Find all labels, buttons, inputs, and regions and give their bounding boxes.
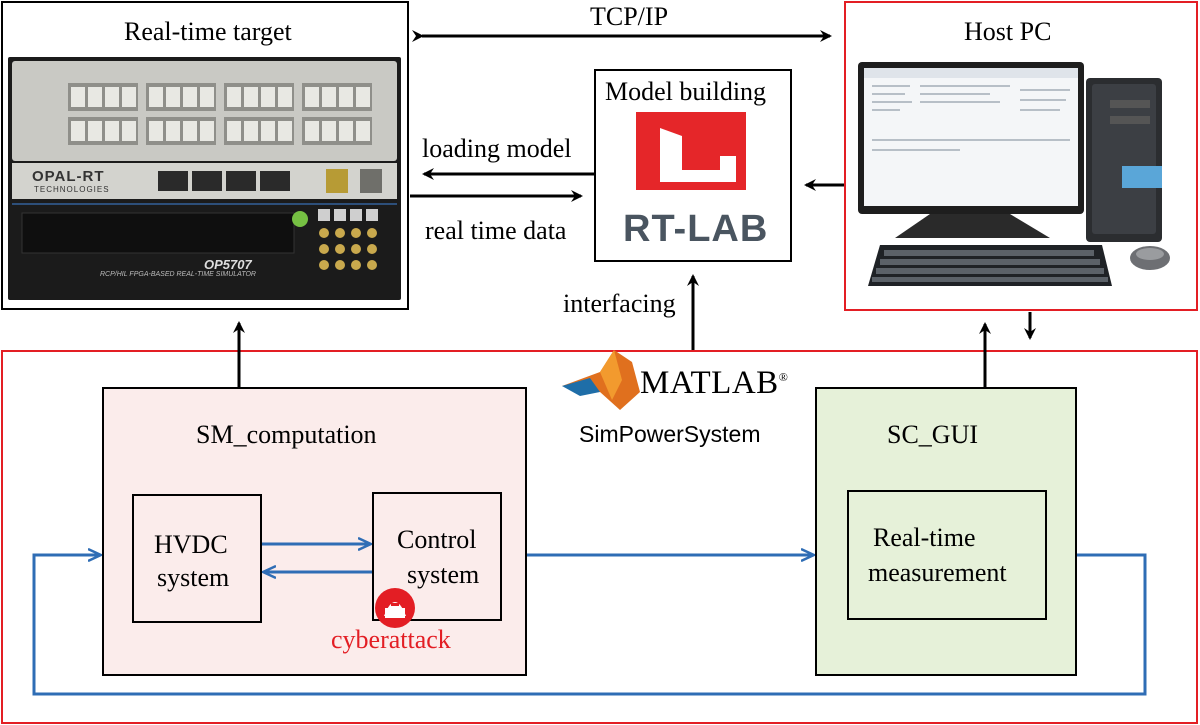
host-pc-title: Host PC (964, 17, 1052, 46)
realtime-target-box (1, 1, 409, 310)
realtime-measurement-label-line1: Real-time (873, 523, 976, 552)
loading-model-label: loading model (422, 134, 572, 163)
rt-lab-logo-text: RT-LAB (623, 208, 769, 250)
real-time-data-label: real time data (425, 216, 567, 245)
realtime-measurement-label-line2: measurement (868, 558, 1007, 587)
simulator-ports (12, 83, 397, 270)
control-system-box (372, 492, 502, 621)
realtime-target-title: Real-time target (124, 17, 292, 46)
model-building-title: Model building (605, 77, 767, 106)
simpowersystem-label: SimPowerSystem (579, 421, 761, 447)
host-pc-box (844, 1, 1198, 311)
hvdc-system-label-line2: system (157, 563, 230, 592)
cyberattack-label: cyberattack (331, 625, 451, 654)
control-system-label-line1: Control (397, 525, 477, 554)
simulator-brand: OPAL-RT (32, 168, 105, 185)
rt-lab-logo-mark (660, 128, 736, 182)
feedback-loop-arrow (32, 555, 1147, 696)
model-building-box (594, 69, 792, 262)
sm-computation-title: SM_computation (196, 420, 377, 449)
control-system-label-line2: system (407, 560, 480, 589)
sc-gui-title: SC_GUI (887, 420, 979, 449)
interfacing-label: interfacing (563, 289, 676, 318)
hvdc-system-label-line1: HVDC (154, 530, 228, 559)
hvdc-system-box (132, 494, 262, 623)
simulator-image: OPAL-RT TECHNOLOGIES OP5707 RCP/HIL FPGA… (8, 57, 401, 300)
simulator-brand-sub: TECHNOLOGIES (34, 185, 110, 194)
realtime-measurement-box (847, 490, 1047, 620)
matlab-logo-text: MATLAB® (640, 365, 788, 402)
rt-lab-logo (636, 112, 746, 190)
matlab-simulink-box (1, 350, 1198, 724)
simulator-model-sub: RCP/HIL FPGA-BASED REAL-TIME SIMULATOR (100, 271, 256, 278)
matlab-wordmark: MATLAB (640, 365, 779, 401)
tcp-ip-label: TCP/IP (590, 2, 669, 31)
sm-computation-box (102, 387, 527, 676)
simulator-model: OP5707 (204, 257, 252, 272)
sc-gui-box (815, 387, 1077, 676)
matlab-registered-mark: ® (778, 370, 789, 384)
